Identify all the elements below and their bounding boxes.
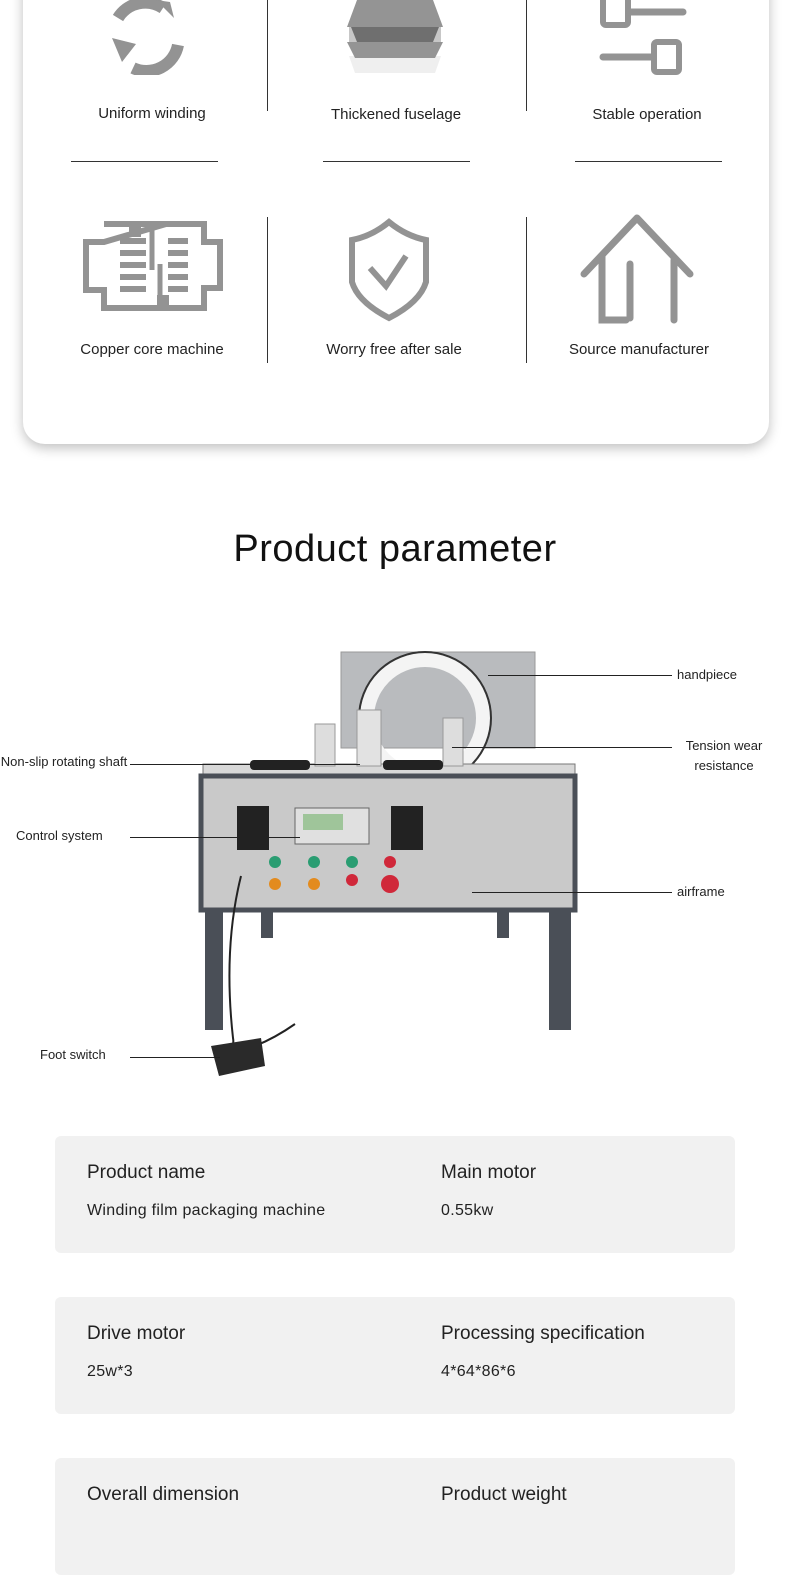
feature-label: Thickened fuselage [330, 106, 462, 123]
shield-check-icon [349, 218, 429, 322]
leader-line [472, 892, 672, 893]
buttons [269, 856, 399, 893]
spec-value: 25w*3 [87, 1363, 133, 1380]
spec-label: Main motor [441, 1162, 537, 1183]
leader-line [488, 675, 672, 676]
feature-label: Copper core machine [80, 341, 224, 358]
spec-label: Processing specification [441, 1323, 645, 1344]
callout-foot: Foot switch [40, 1047, 106, 1062]
spec-value: 0.55kw [441, 1202, 494, 1219]
feature-label: Stable operation [592, 106, 702, 123]
spec-card: Product name Winding film packaging mach… [55, 1136, 735, 1253]
leader-line [452, 747, 672, 748]
callout-airframe: airframe [677, 884, 725, 899]
divider [267, 0, 268, 111]
spec-label: Product name [87, 1162, 206, 1183]
divider [575, 161, 722, 162]
spec-card: Overall dimension Product weight [55, 1458, 735, 1575]
spec-label: Overall dimension [87, 1484, 240, 1505]
layers-icon [347, 0, 443, 73]
callout-handpiece: handpiece [677, 667, 737, 682]
motor-icon [83, 221, 223, 311]
divider [71, 161, 218, 162]
spec-card: Drive motor 25w*3 Processing specificati… [55, 1297, 735, 1414]
callout-control: Control system [16, 828, 103, 843]
sliders-icon [599, 0, 687, 75]
leader-line [130, 764, 360, 765]
divider [526, 217, 527, 363]
divider [526, 0, 527, 111]
house-icon [580, 214, 694, 324]
refresh-icon [112, 0, 184, 75]
foot-switch [211, 1038, 265, 1076]
divider [267, 217, 268, 363]
feature-label: Worry free after sale [326, 341, 462, 358]
callout-tension: Tension wear resistance [685, 738, 763, 773]
spec-label: Product weight [441, 1484, 567, 1505]
inverter-left [237, 806, 269, 850]
spec-label: Drive motor [87, 1323, 186, 1344]
leader-line [130, 1057, 220, 1058]
section-title: Product parameter [233, 528, 557, 570]
feature-label: Source manufacturer [568, 341, 710, 358]
divider [323, 161, 470, 162]
callout-shaft: Non-slip rotating shaft [0, 754, 128, 769]
inverter-right [391, 806, 423, 850]
leader-line [130, 837, 300, 838]
feature-label: Uniform winding [98, 105, 206, 122]
spec-value: Winding film packaging machine [87, 1202, 326, 1219]
spec-value: 4*64*86*6 [441, 1363, 516, 1380]
machine-image [198, 651, 578, 1076]
